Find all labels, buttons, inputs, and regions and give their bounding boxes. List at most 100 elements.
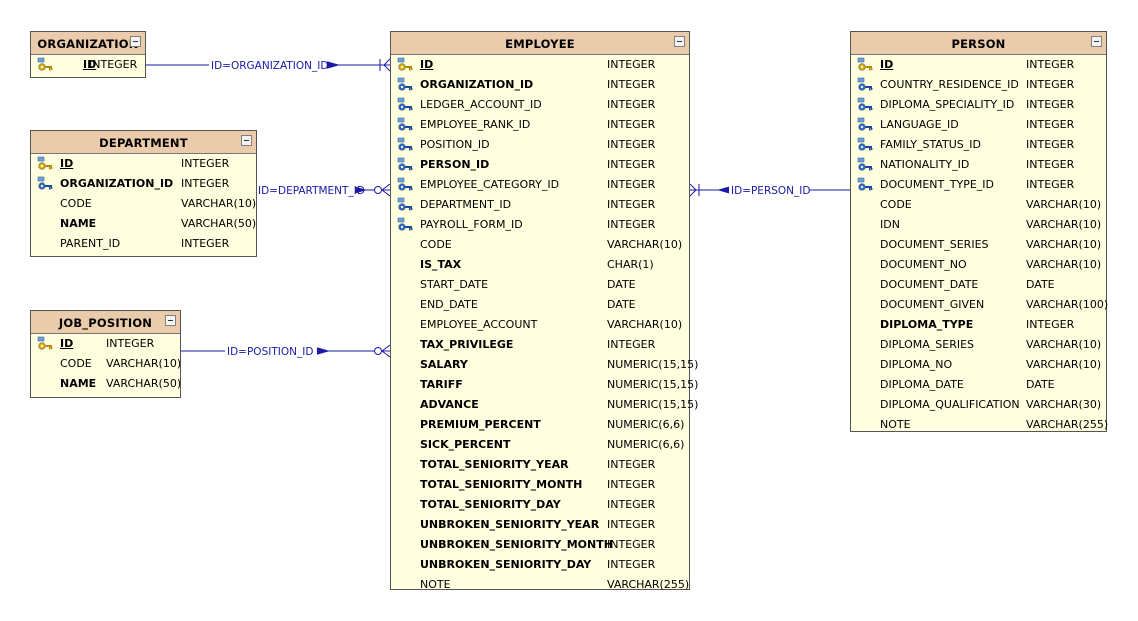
column-type: VARCHAR(10)	[1026, 258, 1102, 271]
column-type: VARCHAR(10)	[106, 357, 182, 370]
column-name: SALARY	[420, 358, 468, 371]
entity-header[interactable]: JOB_POSITION	[31, 311, 180, 334]
relationship-position-employee[interactable]: ID=POSITION_ID	[181, 344, 391, 358]
column-name: EMPLOYEE_RANK_ID	[420, 118, 531, 131]
collapse-button[interactable]	[241, 135, 252, 146]
collapse-button[interactable]	[674, 36, 685, 47]
primary-key-icon	[397, 57, 413, 71]
column-type: VARCHAR(10)	[1026, 358, 1102, 371]
foreign-key-icon	[397, 97, 413, 111]
collapse-button[interactable]	[130, 36, 141, 47]
column-name: PREMIUM_PERCENT	[420, 418, 541, 431]
column-name: NOTE	[420, 578, 451, 591]
entity-header[interactable]: ORGANIZATION	[31, 32, 145, 55]
column-type: INTEGER	[607, 558, 656, 571]
column-type: NUMERIC(15,15)	[607, 398, 699, 411]
relationship-label: ID=DEPARTMENT_ID	[258, 185, 365, 197]
relationship-person-employee[interactable]: ID=PERSON_ID	[689, 183, 850, 197]
column-name: IDN	[880, 218, 900, 231]
column-type: DATE	[1026, 378, 1055, 391]
column-row[interactable]: EMPLOYEE_RANK_ID INTEGER	[391, 115, 689, 135]
column-type: INTEGER	[607, 78, 656, 91]
column-type: DATE	[607, 278, 636, 291]
column-name: CODE	[420, 238, 452, 251]
column-name: UNBROKEN_SENIORITY_DAY	[420, 558, 592, 571]
collapse-button[interactable]	[165, 315, 176, 326]
collapse-button[interactable]	[1091, 36, 1102, 47]
column-name: NAME	[60, 217, 97, 230]
relationship-organization-employee[interactable]: ID=ORGANIZATION_ID	[146, 58, 391, 72]
column-type: VARCHAR(255)	[1026, 418, 1109, 431]
foreign-key-icon	[397, 197, 413, 211]
column-type: INTEGER	[607, 118, 656, 131]
entity-header[interactable]: PERSON	[851, 32, 1106, 55]
column-name: CODE	[880, 198, 912, 211]
column-type: DATE	[607, 298, 636, 311]
relationship-department-employee[interactable]: ID=DEPARTMENT_ID	[257, 183, 391, 197]
column-name: TARIFF	[420, 378, 463, 391]
entity-header[interactable]: DEPARTMENT	[31, 131, 256, 154]
column-name: PAYROLL_FORM_ID	[420, 218, 523, 231]
entity-header[interactable]: EMPLOYEE	[391, 32, 689, 55]
column-row[interactable]: UNBROKEN_SENIORITY_DAY INTEGER	[391, 555, 689, 575]
